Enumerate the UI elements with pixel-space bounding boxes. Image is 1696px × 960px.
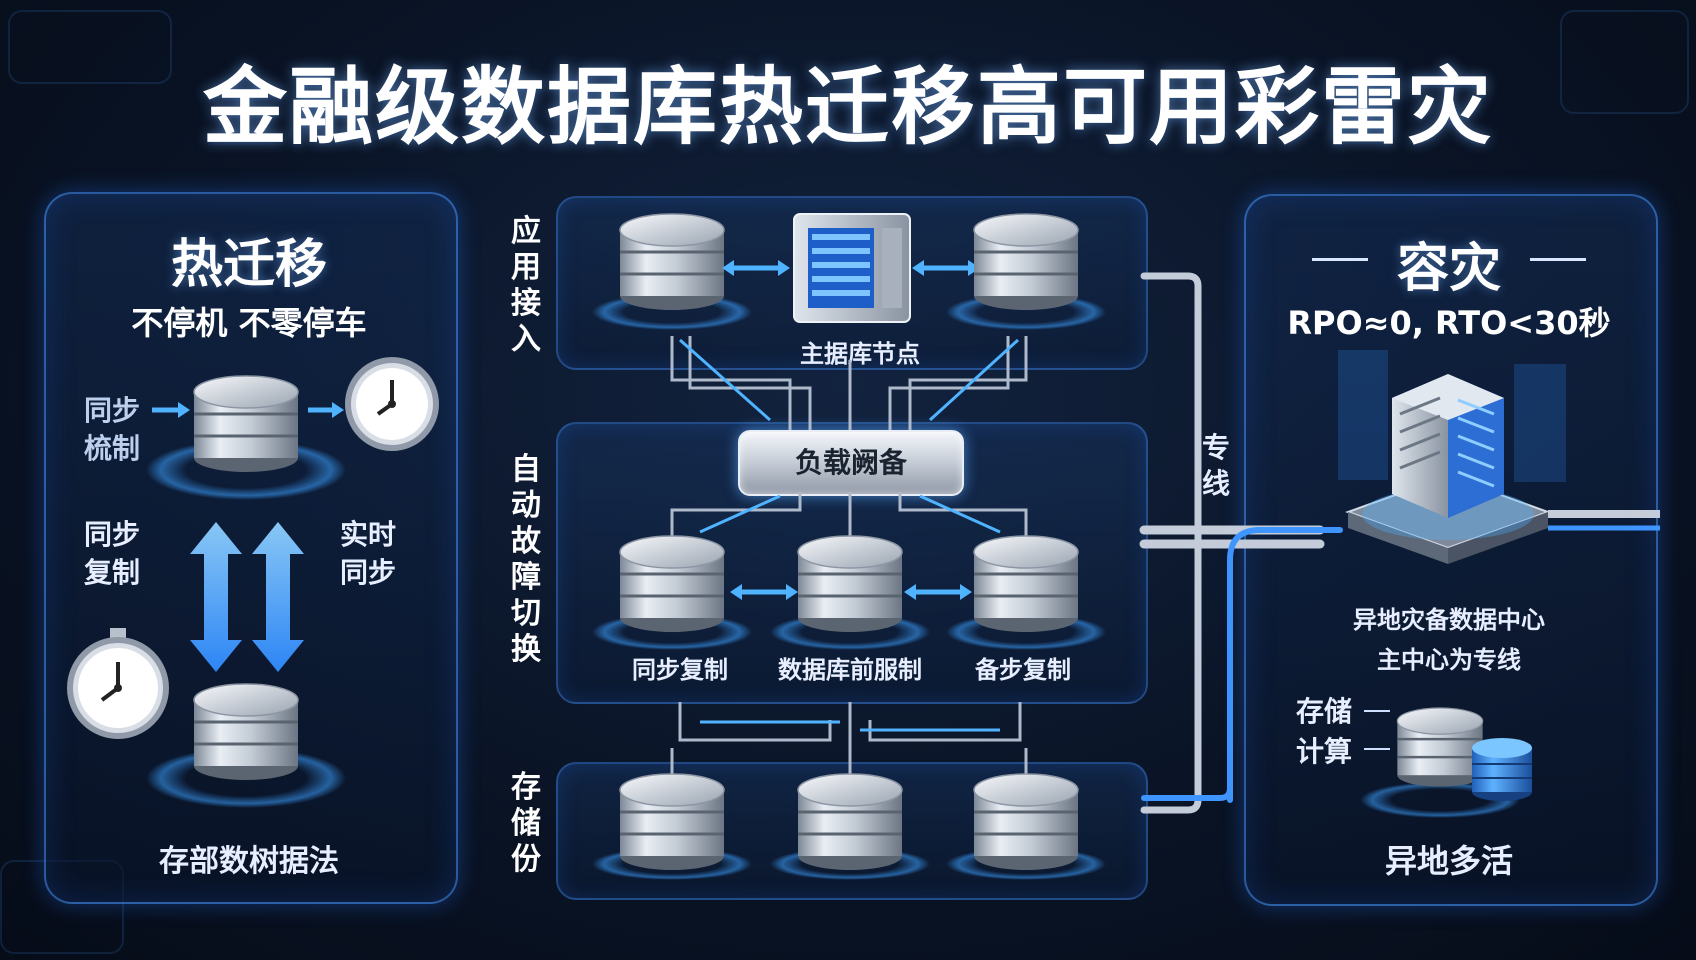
arrow-app-right <box>912 260 980 276</box>
label-sync-replication: 同步 复制 <box>84 518 141 589</box>
connector-lines-bottom-blue <box>700 720 1000 732</box>
right-bottom-caption: 异地多活 <box>1384 842 1513 880</box>
dr-caption-datacenter: 异地灾备数据中心 <box>1353 606 1545 634</box>
connector-lines-top-blue <box>679 338 1020 422</box>
bg-frame-left <box>8 10 172 84</box>
stopwatch-icon <box>67 628 169 739</box>
primary-node-label: 主据库节点 <box>800 340 920 368</box>
label-realtime-sync: 实时 同步 <box>340 518 397 589</box>
bg-frame-right <box>1560 10 1689 114</box>
dr-caption-line: 主中心为专线 <box>1377 646 1521 674</box>
multi-active-blue-database-icon <box>1472 738 1532 801</box>
sync-arrow-down <box>190 522 242 672</box>
compute-tick <box>1364 748 1390 750</box>
app-database-left-icon <box>618 212 726 312</box>
connector-lines-mid <box>670 492 1028 540</box>
page-title: 金融级数据库热迁移高可用彩雷灾 <box>202 58 1493 156</box>
storage-label: 存储 <box>1296 695 1353 728</box>
heading-divider-left <box>1312 258 1368 261</box>
right-pipe-out <box>1548 510 1660 531</box>
section-label-storage: 存 储 份 <box>511 770 541 877</box>
left-target-database-icon <box>192 682 300 782</box>
storage-database-center-icon <box>796 772 904 872</box>
dedicated-line-pipes <box>1139 272 1343 814</box>
clock-icon-top <box>345 357 439 451</box>
db-row-label-right: 备步复制 <box>975 656 1071 684</box>
primary-server-icon <box>793 213 911 323</box>
db-row-label-center: 数据库前服制 <box>778 656 922 684</box>
failover-database-center-icon <box>796 534 904 634</box>
left-bottom-caption: 存部数树据法 <box>159 844 339 879</box>
load-balancer-label: 负载阙备 <box>794 446 907 479</box>
app-database-right-icon <box>972 212 1080 312</box>
disaster-recovery-datacenter-icon <box>1338 350 1566 564</box>
storage-database-left-icon <box>618 772 726 872</box>
load-balancer-box[interactable]: 负载阙备 <box>738 430 964 496</box>
compute-label: 计算 <box>1296 735 1353 768</box>
multi-active-database-icon <box>1396 706 1484 788</box>
dedicated-line-label: 专 线 <box>1201 431 1230 500</box>
section-label-failover: 自 动 故 障 切 换 <box>511 452 541 667</box>
storage-database-right-icon <box>972 772 1080 872</box>
hot-migration-subheading: 不停机 不零停车 <box>131 304 367 342</box>
left-source-database-icon <box>192 374 300 474</box>
failover-database-right-icon <box>972 534 1080 634</box>
failover-database-left-icon <box>618 534 726 634</box>
arrow-failover-left <box>730 584 798 600</box>
arrow-to-clock <box>308 402 344 418</box>
arrow-failover-right <box>904 584 972 600</box>
label-sync-control: 同步 梳制 <box>84 394 141 465</box>
connector-lines-mid-blue <box>699 494 1001 534</box>
arrow-app-left <box>722 260 790 276</box>
dr-metrics: RPO≈0, RTO<30秒 <box>1287 304 1611 342</box>
section-label-app: 应 用 接 入 <box>511 214 541 357</box>
connector-lines-top <box>670 336 1028 430</box>
heading-divider-right <box>1530 258 1586 261</box>
hot-migration-heading: 热迁移 <box>170 235 327 295</box>
storage-tick <box>1364 710 1390 712</box>
dr-heading: 容灾 <box>1396 239 1501 299</box>
arrow-to-source-db <box>152 402 190 418</box>
sync-arrow-up <box>252 522 304 672</box>
db-row-label-left: 同步复制 <box>632 656 728 684</box>
